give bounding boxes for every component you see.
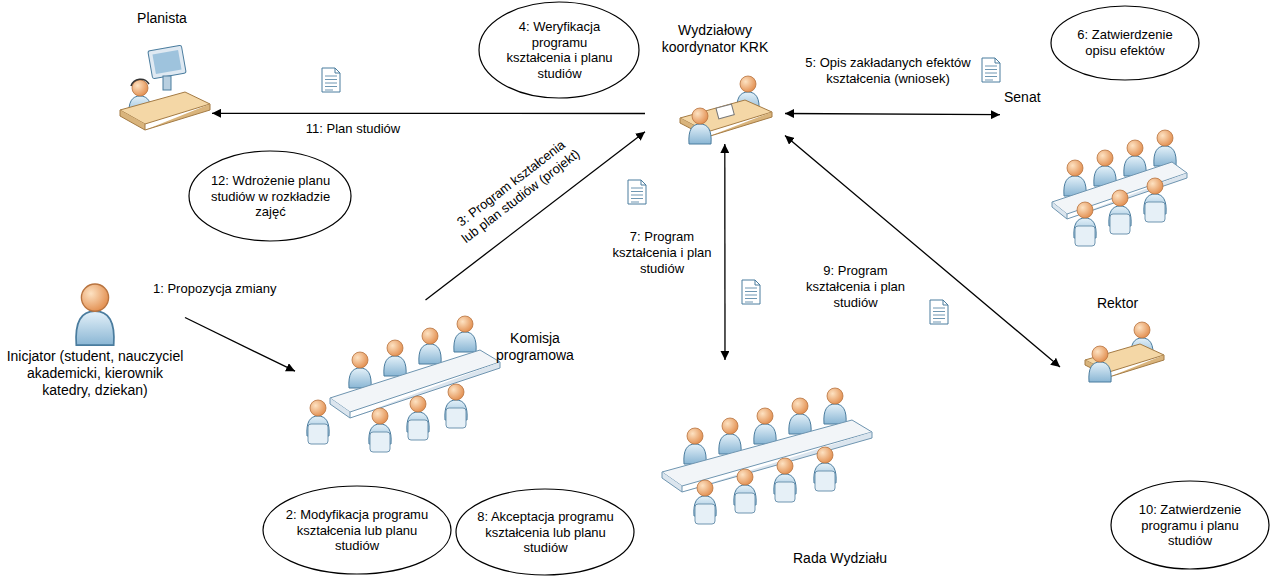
person [76, 284, 114, 345]
person [689, 108, 711, 144]
flow-arrow [785, 136, 1060, 368]
ellipse-outline [456, 489, 634, 575]
ellipse-outline [478, 1, 640, 99]
person [419, 328, 441, 364]
person [1089, 346, 1111, 382]
actor-label: Rektor [1060, 295, 1175, 312]
chair [735, 493, 755, 513]
step-ellipse: 4: Weryfikacja programu kształcenia i pl… [478, 1, 640, 99]
document-icon [322, 68, 340, 92]
actor-label: Rada Wydziału [790, 550, 890, 567]
person [1064, 160, 1086, 196]
person [789, 398, 811, 434]
chair [1145, 202, 1165, 222]
document-icon [982, 58, 1000, 82]
step-ellipse: 8: Akceptacja programu kształcenia lub p… [455, 488, 635, 576]
actor-label: Komisja programowa [487, 330, 583, 364]
step-ellipse: 2: Modyfikacja programu kształcenia lub … [262, 485, 452, 575]
person [754, 408, 776, 444]
flow-arrow [212, 113, 645, 114]
chair [1110, 214, 1130, 234]
chair [308, 424, 328, 444]
initiator-figure [76, 284, 114, 345]
person [454, 316, 476, 352]
senate-group [1052, 130, 1187, 246]
edge-label: 1: Propozycja zmiany [150, 280, 296, 298]
actor-label: Planista [112, 10, 212, 27]
person [384, 340, 406, 376]
actor-box: Senat [1000, 85, 1190, 250]
person [719, 418, 741, 454]
chair [408, 420, 428, 440]
person [684, 428, 706, 464]
person [824, 388, 846, 424]
flow-arrow [785, 114, 1000, 115]
step-text: 8: Akceptacja programu kształcenia lub p… [477, 509, 614, 556]
ellipse-outline [1051, 6, 1199, 80]
person [1094, 150, 1116, 186]
edge-label: 3: Program kształcenia lub plan studiów … [444, 129, 588, 251]
chair [370, 432, 390, 452]
step-text: 2: Modyfikacja programu kształcenia lub … [285, 507, 429, 554]
actor-box: Komisja programowa [295, 300, 585, 478]
document-icon [742, 280, 760, 304]
ellipse-outline [1111, 481, 1269, 569]
edge-label: 11: Plan studiów [288, 120, 418, 138]
edge-label: 5: Opis zakładanych efektów kształcenia … [795, 54, 981, 88]
actor-label: Senat [1004, 89, 1054, 106]
chair [775, 482, 795, 502]
flow-arrow [724, 144, 726, 360]
flow-arrow [185, 318, 295, 372]
faculty-council-group [662, 388, 872, 524]
committee-group [307, 316, 500, 452]
document-icon [628, 180, 646, 204]
person [1124, 140, 1146, 176]
person [349, 352, 371, 388]
actor-label: Wydziałowy koordynator KRK [645, 22, 785, 56]
ellipse-outline [479, 2, 639, 98]
edge-label: 9: Program kształcenia i plan studiów [790, 262, 921, 312]
step-ellipse: 6: Zatwierdzenie opisu efektów [1050, 5, 1200, 81]
actor-box: Inicjator (student, nauczyciel akademick… [5, 280, 185, 430]
chair [446, 408, 466, 428]
step-ellipse: 12: Wdrożenie planu studiów w rozkładzie… [188, 150, 352, 242]
person [1154, 130, 1176, 166]
chair [695, 504, 715, 524]
step-text: 6: Zatwierdzenie opisu efektów [1068, 27, 1182, 58]
actor-box: Planista [112, 8, 212, 138]
step-text: 10: Zatwierdzenie programu i planu studi… [1129, 502, 1251, 549]
planner-desk [120, 45, 210, 130]
document-icon [930, 300, 948, 324]
step-text: 12: Wdrożenie planu studiów w rozkładzie… [208, 173, 333, 220]
actor-label: Inicjator (student, nauczyciel akademick… [5, 348, 185, 398]
actor-box: Rektor [1060, 295, 1175, 385]
ellipse-outline [263, 486, 451, 574]
actor-box: Rada Wydziału [640, 360, 890, 575]
step-text: 4: Weryfikacja programu kształcenia i pl… [498, 19, 621, 81]
actor-box: Wydziałowy koordynator KRK [645, 22, 785, 144]
chair [815, 471, 835, 491]
rector-desk [1085, 322, 1164, 382]
step-ellipse: 10: Zatwierdzenie programu i planu studi… [1110, 480, 1270, 570]
chair [1075, 226, 1095, 246]
coordinator-desk [680, 76, 772, 144]
edge-label: 7: Program kształcenia i plan studiów [600, 228, 724, 278]
ellipse-outline [189, 151, 351, 241]
